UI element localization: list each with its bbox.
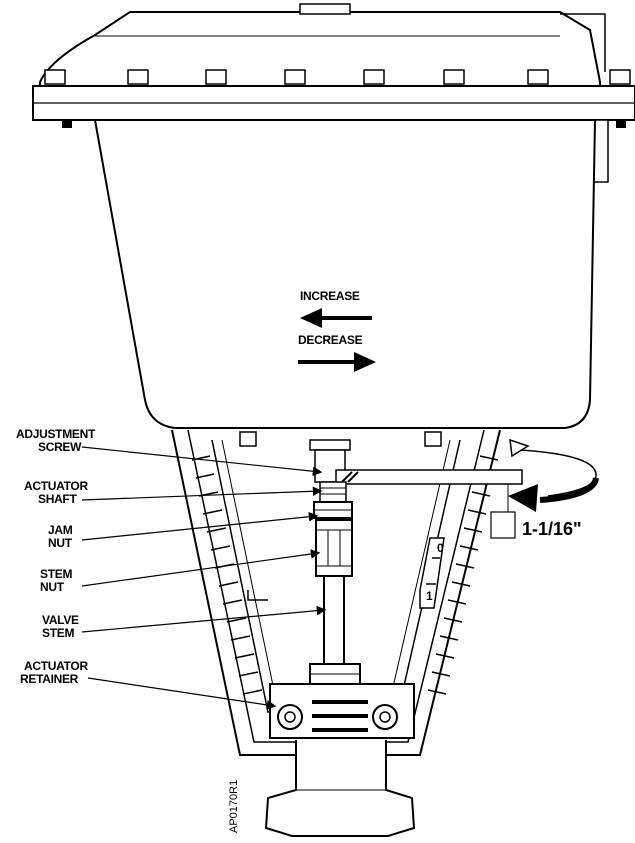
stroke-scale: 0 1 (247, 537, 445, 609)
scale-1-label: 1 (426, 589, 433, 603)
jam-nut-label-line2: NUT (48, 536, 73, 550)
actuator-retainer-label-line1: ACTUATOR (24, 659, 88, 673)
callout-stem-nut: STEM NUT (40, 549, 321, 594)
top-cover (39, 3, 606, 91)
callout-adjustment-screw: ADJUSTMENT SCREW (16, 427, 323, 477)
adjustment-screw-label-line1: ADJUSTMENT (16, 427, 96, 441)
wrench-size-callout: 1-1/16" (490, 484, 582, 539)
valve-body (264, 740, 416, 837)
wrench (335, 469, 523, 485)
stem-nut-label-line1: STEM (40, 567, 72, 581)
actuator-shaft-label-line1: ACTUATOR (24, 479, 88, 493)
scale-0-label: 0 (437, 541, 444, 555)
valve-stem-label-line1: VALVE (42, 613, 79, 627)
increase-arrow-icon (300, 308, 322, 328)
jam-nut (313, 501, 353, 519)
jam-nut-label-line1: JAM (48, 523, 73, 537)
flange-bolts (44, 69, 631, 85)
direction-indicator: INCREASE DECREASE (298, 289, 376, 372)
callout-valve-stem: VALVE STEM (42, 605, 327, 640)
flange-ring (32, 85, 635, 183)
actuator-retainer-label-line2: RETAINER (20, 672, 79, 686)
callout-jam-nut: JAM NUT (48, 511, 319, 550)
stem-nut-label-line2: NUT (40, 580, 65, 594)
adjustment-screw (309, 439, 351, 483)
figure-code: AP0170R1 (228, 780, 240, 833)
actuator-shaft (319, 481, 347, 503)
decrease-arrow-icon (354, 352, 376, 372)
actuator-shaft-label-line2: SHAFT (38, 492, 77, 506)
rotation-arrow-icon (508, 438, 599, 512)
stem-nut (315, 519, 353, 577)
actuator-housing (93, 119, 597, 429)
callout-actuator-shaft: ACTUATOR SHAFT (24, 479, 323, 506)
callout-actuator-retainer: ACTUATOR RETAINER (20, 659, 277, 710)
increase-label: INCREASE (300, 289, 360, 303)
actuator-retainer (269, 663, 415, 739)
adjustment-screw-label-line2: SCREW (38, 440, 82, 454)
valve-stem-label-line2: STEM (42, 626, 74, 640)
wrench-size-label: 1-1/16" (522, 519, 582, 539)
decrease-label: DECREASE (298, 333, 363, 347)
valve-stem (323, 575, 345, 665)
